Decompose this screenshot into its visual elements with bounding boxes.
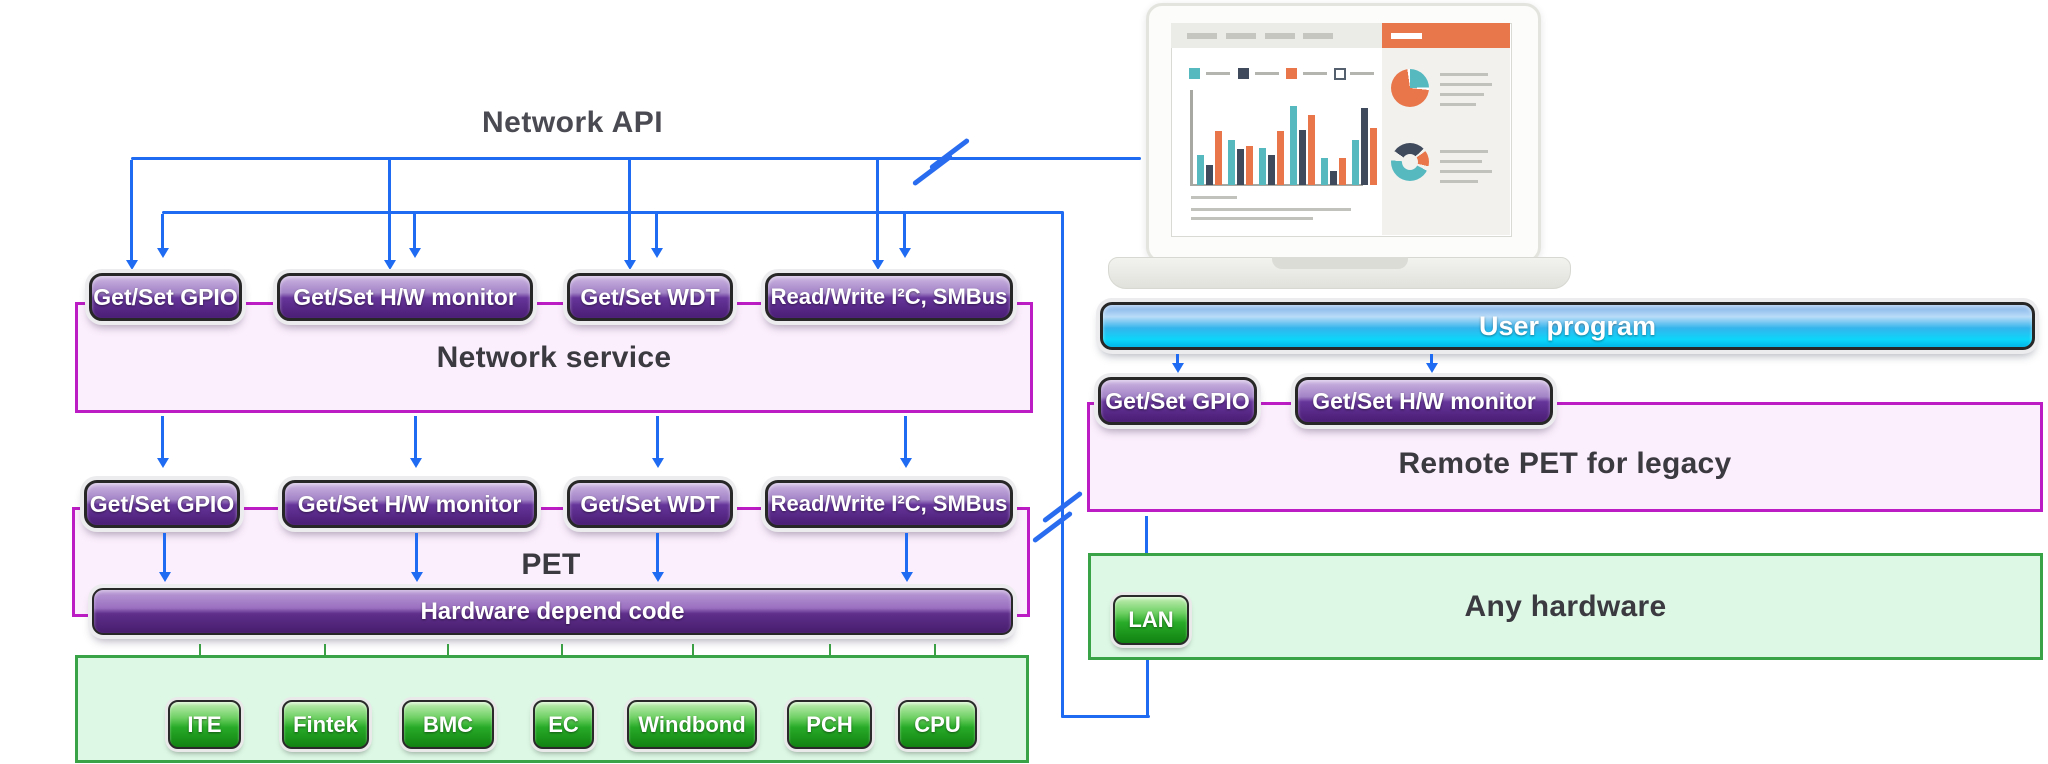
chip-pch: PCH [787,700,872,749]
donut-chart-icon [1391,143,1429,181]
pet-pill-i2c-smbus: Read/Write I²C, SMBus [765,480,1013,528]
lan-chip: LAN [1113,595,1189,645]
arrow-down [161,416,164,459]
bar [1246,146,1253,185]
pet-pill-wdt: Get/Set WDT [567,480,733,528]
legend-dash [1206,72,1230,75]
arrow-down [414,416,417,459]
legend-swatch [1334,68,1346,80]
arrow-down [656,533,659,573]
arrow-down [413,214,416,249]
network-api-second-line [162,211,1063,214]
text-line [1440,170,1492,173]
pet-pill-hw-monitor: Get/Set H/W monitor [282,480,537,528]
legend-dash [1303,72,1327,75]
arrow-down [415,533,418,573]
network-api-label: Network API [482,106,664,139]
bar [1308,115,1315,185]
text-line [1191,217,1313,220]
any-hardware-label: Any hardware [1464,589,1667,623]
arrow-down [876,160,879,261]
pet-label: PET [521,548,581,581]
bar [1352,140,1359,185]
bar [1268,155,1275,185]
legend-dash [1255,72,1279,75]
bar [1299,130,1306,185]
return-line-bottom [1061,715,1150,718]
legend-dash [1350,72,1374,75]
chip-cpu: CPU [898,700,977,749]
text-line [1440,83,1492,86]
bar [1290,106,1297,185]
chip-ite: ITE [168,700,241,749]
arrow-down [628,160,631,261]
bar [1237,149,1244,185]
bar [1321,158,1328,185]
chip-fintek: Fintek [282,700,369,749]
hardware-depend-code-bar: Hardware depend code [92,588,1013,635]
legend-swatch [1238,68,1249,79]
legend-swatch [1286,68,1297,79]
arrow-down [656,416,659,459]
bar [1361,108,1368,185]
bar [1277,131,1284,185]
return-line-vertical [1061,211,1064,718]
network-api-top-line [131,157,1141,160]
text-line [1440,160,1482,163]
toolbar-bar [1187,33,1217,39]
bar [1259,148,1266,185]
service-pill-gpio: Get/Set GPIO [89,273,242,321]
text-line [1440,180,1478,183]
bar [1370,128,1377,185]
bar [1215,131,1222,185]
toolbar-bar [1226,33,1256,39]
arrow-down [130,160,133,261]
remote-pet-label: Remote PET for legacy [1398,447,1732,480]
pie-chart-icon [1391,69,1429,107]
legend-swatch [1189,68,1200,79]
bar [1330,171,1337,185]
chip-windbond: Windbond [627,700,757,749]
user-program-bar: User program [1100,302,2035,350]
text-line [1440,150,1488,153]
laptop-notch [1272,257,1408,269]
arrow-down [1145,516,1148,581]
chart-x-axis [1190,184,1363,186]
remote-pill-hw-monitor: Get/Set H/W monitor [1295,377,1553,425]
arrow-down [903,214,906,249]
text-line [1440,93,1484,96]
service-pill-hw-monitor: Get/Set H/W monitor [277,273,533,321]
network-service-label: Network service [436,340,672,374]
bar [1228,140,1235,185]
chip-bmc: BMC [402,700,494,749]
pet-pill-gpio: Get/Set GPIO [84,480,240,528]
text-line [1191,208,1351,211]
bar [1197,155,1204,185]
arrow-down [1176,354,1179,364]
arrow-down [905,533,908,573]
text-line [1440,103,1476,106]
text-line [1191,196,1237,199]
arrow-down [904,416,907,459]
service-pill-wdt: Get/Set WDT [567,273,733,321]
toolbar-bar [1303,33,1333,39]
lan-return-line [1146,645,1149,718]
remote-pet-box: Remote PET for legacy [1087,402,2043,512]
bar [1206,165,1213,185]
chip-ec: EC [533,700,594,749]
arrow-down [655,214,658,249]
bar [1339,158,1346,185]
chart-y-axis [1190,90,1193,186]
arrow-down [163,533,166,573]
arrow-down [388,160,391,261]
arrow-down [161,214,164,249]
arrow-down [1430,354,1433,364]
service-pill-i2c-smbus: Read/Write I²C, SMBus [765,273,1013,321]
text-line [1440,73,1488,76]
toolbar-bar [1265,33,1295,39]
bar-chart-icon [1197,95,1383,185]
orange-header-bar [1391,33,1422,39]
any-hardware-box: Any hardware [1088,553,2043,660]
remote-pill-gpio: Get/Set GPIO [1098,377,1257,425]
